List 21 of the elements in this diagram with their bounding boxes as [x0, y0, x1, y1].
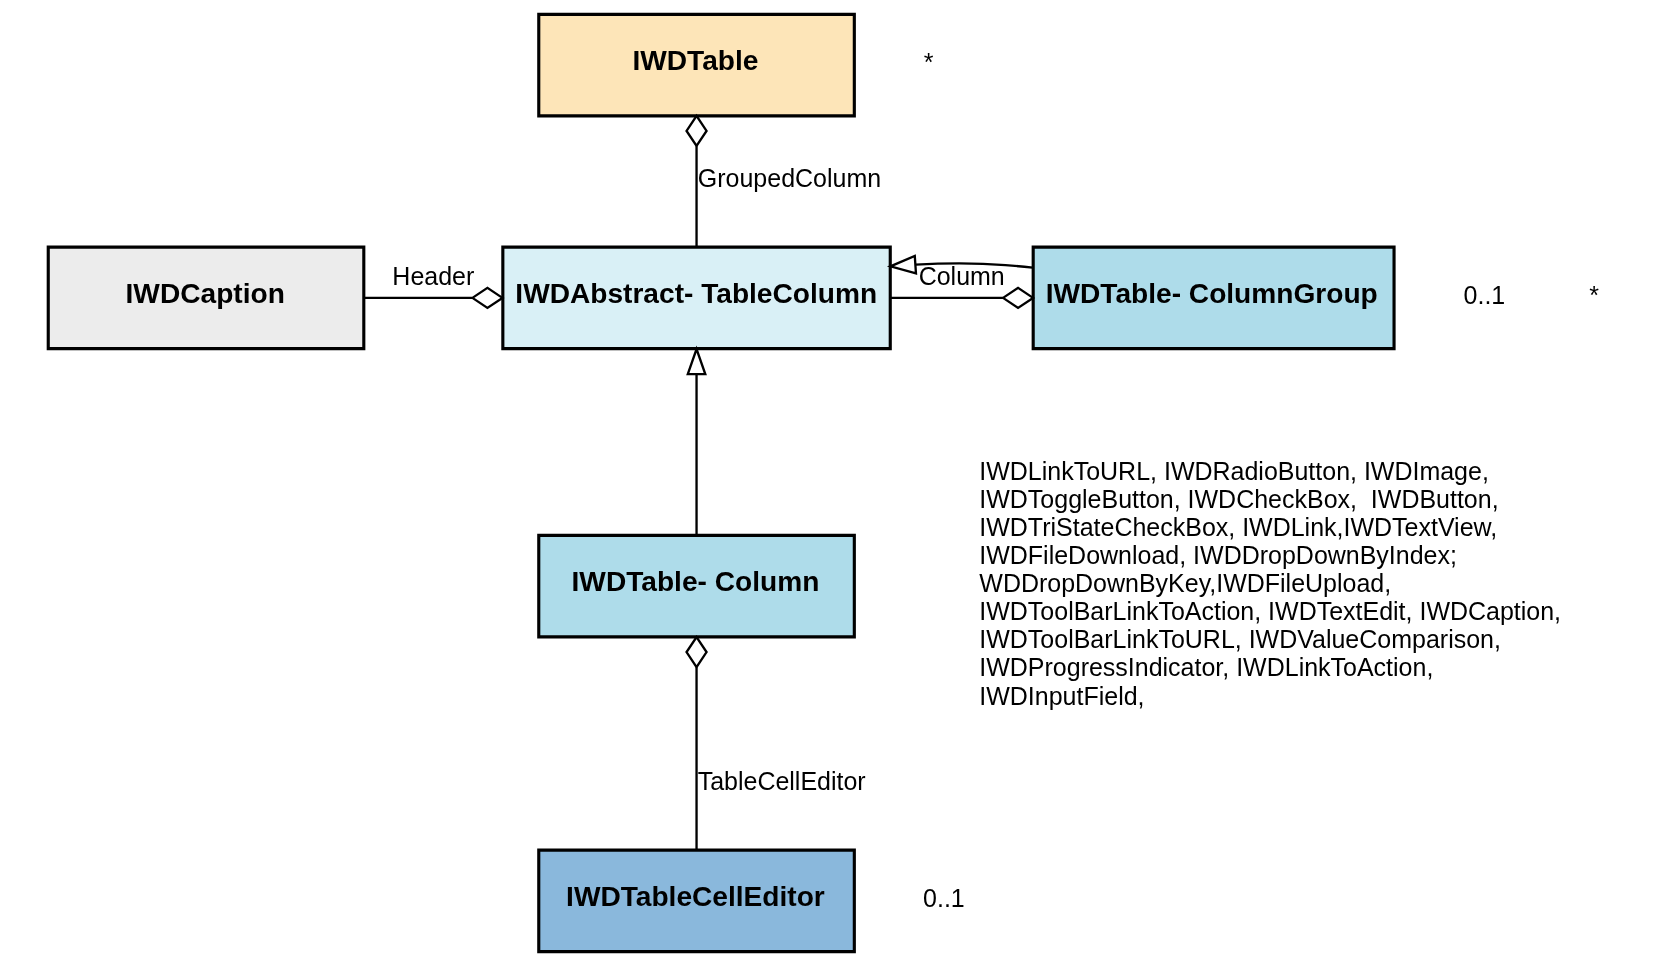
- connector: [685, 634, 708, 850]
- edge-label: GroupedColumn: [697, 164, 882, 193]
- label: *: [1589, 280, 1600, 309]
- edge-label: Header: [392, 262, 475, 291]
- edge-label: TableCellEditor: [697, 767, 866, 796]
- node-box: IWDTableCellEditor: [537, 848, 856, 954]
- label: IWDLinkToURL, IWDRadioButton, IWDImage, IWDToggleButton, IWDCheckBox, IWDButton, IWDTriStateCheckBox, IWDLink,IWDTextView, IWDFileDownload, IWDDropDownByIndex; WDDropDownByKey,IWDFileUpload, IWDToolBarLinkToAction, IWDTextEdit, IWDCaption, IWDToolBarLinkToURL, IWDValueComparison, IWDProgressIndicator, IWDLinkToAction, IWDInputField,: [979, 456, 1562, 710]
- connector: [890, 286, 1036, 310]
- node-box: IWDTable: [537, 12, 856, 118]
- node-box: IWDTable- ColumnGroup: [1031, 245, 1396, 351]
- node-box: IWDCaption: [46, 245, 366, 351]
- node-box: IWDAbstract- TableColumn: [501, 245, 892, 351]
- node-box: IWDTable- Column: [537, 533, 856, 639]
- edge-label: Column: [918, 262, 1005, 291]
- label: *: [923, 48, 934, 77]
- label: 0..1: [1463, 280, 1506, 309]
- connector: [685, 113, 708, 247]
- arrow: [686, 345, 707, 535]
- arrow: [886, 254, 1033, 275]
- connector: [363, 286, 505, 310]
- label: 0..1: [923, 883, 965, 912]
